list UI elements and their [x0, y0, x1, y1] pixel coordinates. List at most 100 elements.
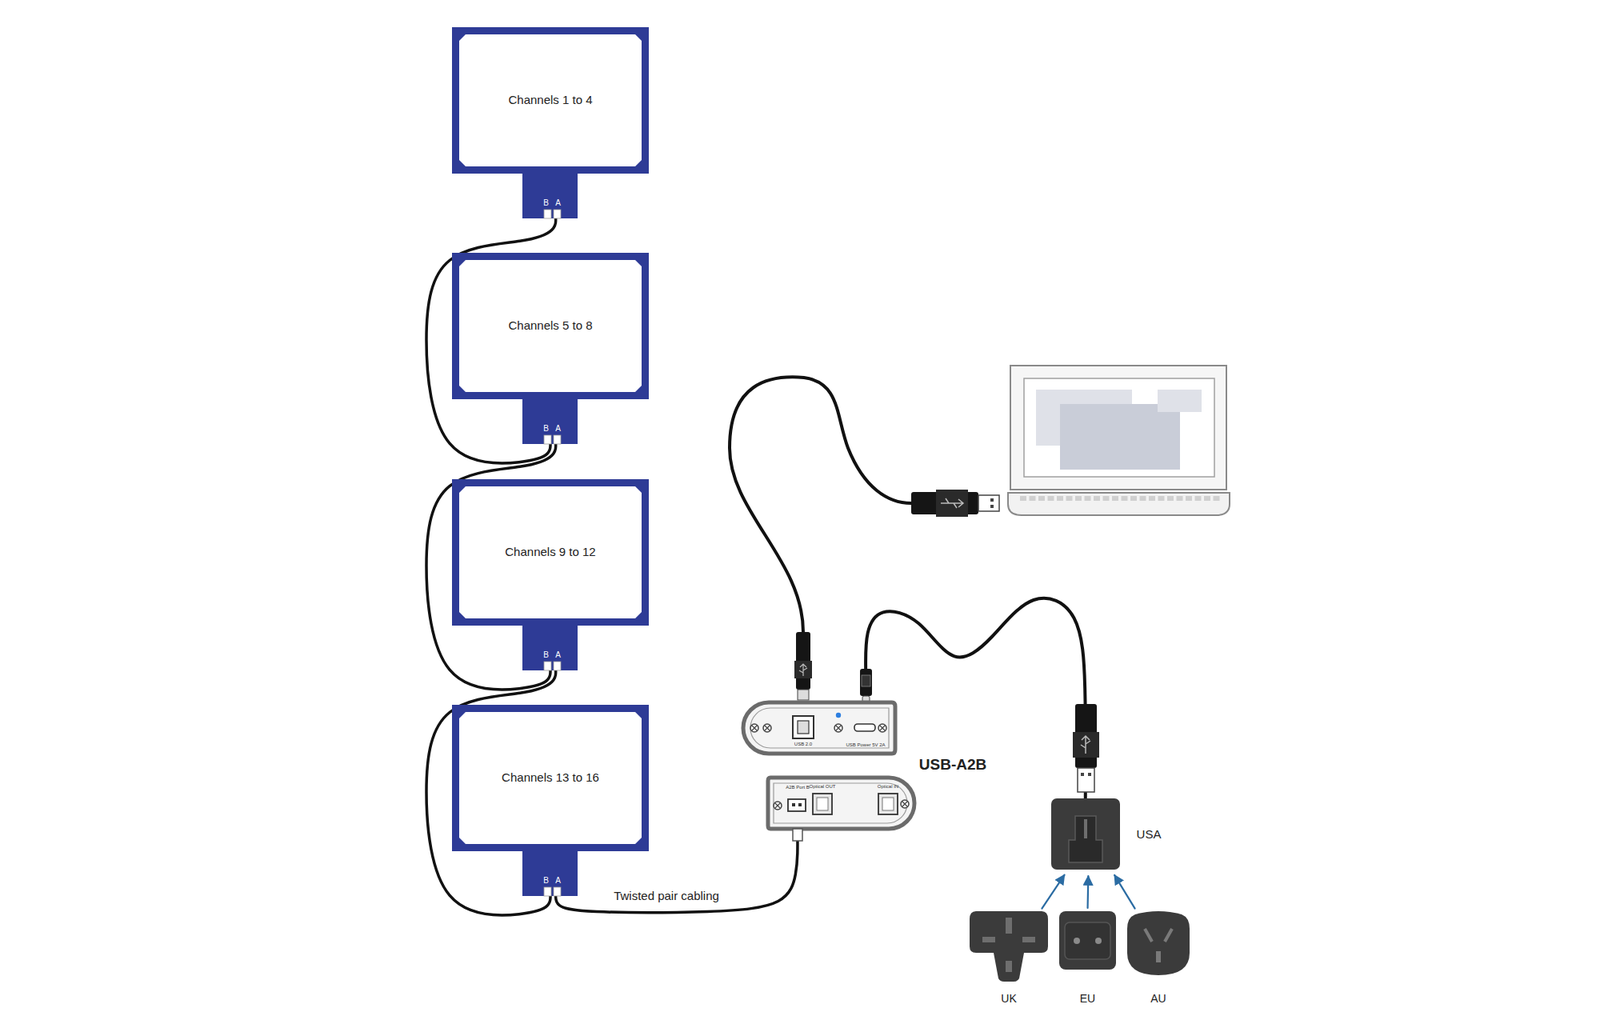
device-housing — [768, 777, 915, 829]
laptop-key — [1056, 496, 1064, 501]
part-label: USB 2.0 — [794, 741, 812, 748]
eu-plug — [1059, 911, 1116, 970]
laptop-key — [1075, 496, 1082, 501]
adapter-prongs — [1068, 816, 1103, 863]
pin-label: A — [555, 198, 561, 208]
adapter-pin — [1084, 819, 1088, 839]
panel-border — [452, 479, 649, 626]
fit-arrow — [1041, 875, 1064, 909]
laptop-key — [1176, 496, 1184, 501]
plug-pin — [982, 936, 996, 943]
text-slot: USB 2.0 — [783, 740, 824, 748]
screw-slot — [902, 801, 908, 807]
terminal — [553, 887, 561, 896]
channel-label: Channels 1 to 4 — [508, 93, 592, 108]
laptop-lid — [1010, 365, 1227, 490]
text-slot: USB Power 5V 2A — [842, 737, 889, 752]
usb-symbol — [799, 664, 808, 676]
device-edge — [750, 708, 889, 748]
a2b-connector — [788, 799, 806, 812]
part-label: Optical OUT — [808, 784, 836, 790]
text-slot: B — [540, 874, 552, 886]
node-outline — [452, 27, 649, 219]
panel-tab — [522, 172, 578, 219]
cable — [556, 840, 798, 913]
text-slot: AU — [1135, 991, 1182, 1008]
usb-b-plug — [794, 632, 812, 700]
laptop-key — [1185, 496, 1192, 501]
text-slot: USB-A2B — [908, 754, 998, 776]
usb-c-port — [854, 724, 876, 732]
au-node: AU — [1127, 911, 1190, 1009]
panel-node: Channels 1 to 4 BA — [452, 27, 649, 219]
plug-pin — [1095, 937, 1102, 944]
optical-in-socket — [882, 797, 894, 811]
screw-slot — [752, 725, 757, 731]
panel-face — [459, 34, 642, 167]
plug-pin — [1005, 960, 1012, 972]
cable-label: Twisted pair cabling — [611, 889, 722, 904]
laptop-key — [1121, 496, 1128, 501]
node-outline — [452, 704, 649, 896]
part-label: A2B Port B — [785, 784, 810, 791]
text-slot: Channels 1 to 4 — [460, 35, 641, 166]
plug-tip — [1077, 768, 1095, 792]
plug-pin — [1073, 937, 1080, 944]
plug-grip — [936, 489, 968, 517]
text-slot: Channels 13 to 16 — [460, 712, 641, 844]
laptop-key — [1093, 496, 1100, 501]
laptop-key — [1112, 496, 1119, 501]
screw — [750, 724, 759, 732]
panel-face — [459, 712, 642, 844]
laptop-key — [1020, 496, 1027, 501]
laptop-key — [1066, 496, 1073, 501]
laptop-key — [1029, 496, 1036, 501]
device-housing — [743, 702, 896, 754]
usb-a-plug — [911, 489, 1000, 517]
part-label: USB-A2B — [919, 756, 987, 774]
laptop-key — [1140, 496, 1147, 501]
laptop — [1008, 365, 1230, 516]
plug-hole — [990, 504, 994, 508]
screw — [878, 724, 887, 732]
text-slot: B — [540, 196, 552, 208]
part-label: AU — [1150, 992, 1166, 1005]
top-node: USB-A2B USB 2.0 USB Power 5V 2A — [743, 700, 1000, 777]
part-label: EU — [1080, 992, 1096, 1005]
laptop-screen — [1024, 378, 1215, 477]
plug-pin — [1144, 928, 1152, 942]
laptop-key — [1148, 496, 1156, 501]
plug-hole — [1080, 772, 1084, 776]
plug-tip — [978, 495, 1000, 512]
laptop-keys — [1020, 496, 1220, 501]
text-slot: USA — [1128, 825, 1170, 844]
pin-label: B — [543, 424, 549, 433]
panel-tab — [522, 624, 578, 671]
usb-symbol — [1080, 736, 1091, 754]
device-edge — [773, 783, 908, 824]
text-slot: A — [552, 422, 564, 434]
part-label: UK — [1000, 992, 1016, 1005]
panel-face — [459, 260, 642, 392]
part-label: Optical IN — [877, 784, 899, 790]
terminal — [553, 661, 561, 671]
screen-window — [1060, 404, 1180, 470]
usb-b-socket — [797, 720, 809, 734]
au-plug — [1127, 911, 1190, 976]
laptop-key — [1038, 496, 1045, 501]
usb-cable — [729, 376, 912, 632]
channel-label: Channels 5 to 8 — [508, 319, 592, 333]
plug-hole — [990, 498, 994, 502]
terminal — [544, 435, 552, 444]
panel-tab — [522, 397, 578, 444]
plug-grip — [1072, 732, 1100, 758]
uk-plug — [969, 911, 1048, 982]
status-led — [836, 712, 841, 718]
a2b-pin — [792, 803, 796, 807]
laptop-base — [1008, 492, 1230, 516]
screw-slot — [836, 725, 841, 731]
terminal — [553, 209, 561, 219]
optical-out-port — [812, 793, 832, 815]
